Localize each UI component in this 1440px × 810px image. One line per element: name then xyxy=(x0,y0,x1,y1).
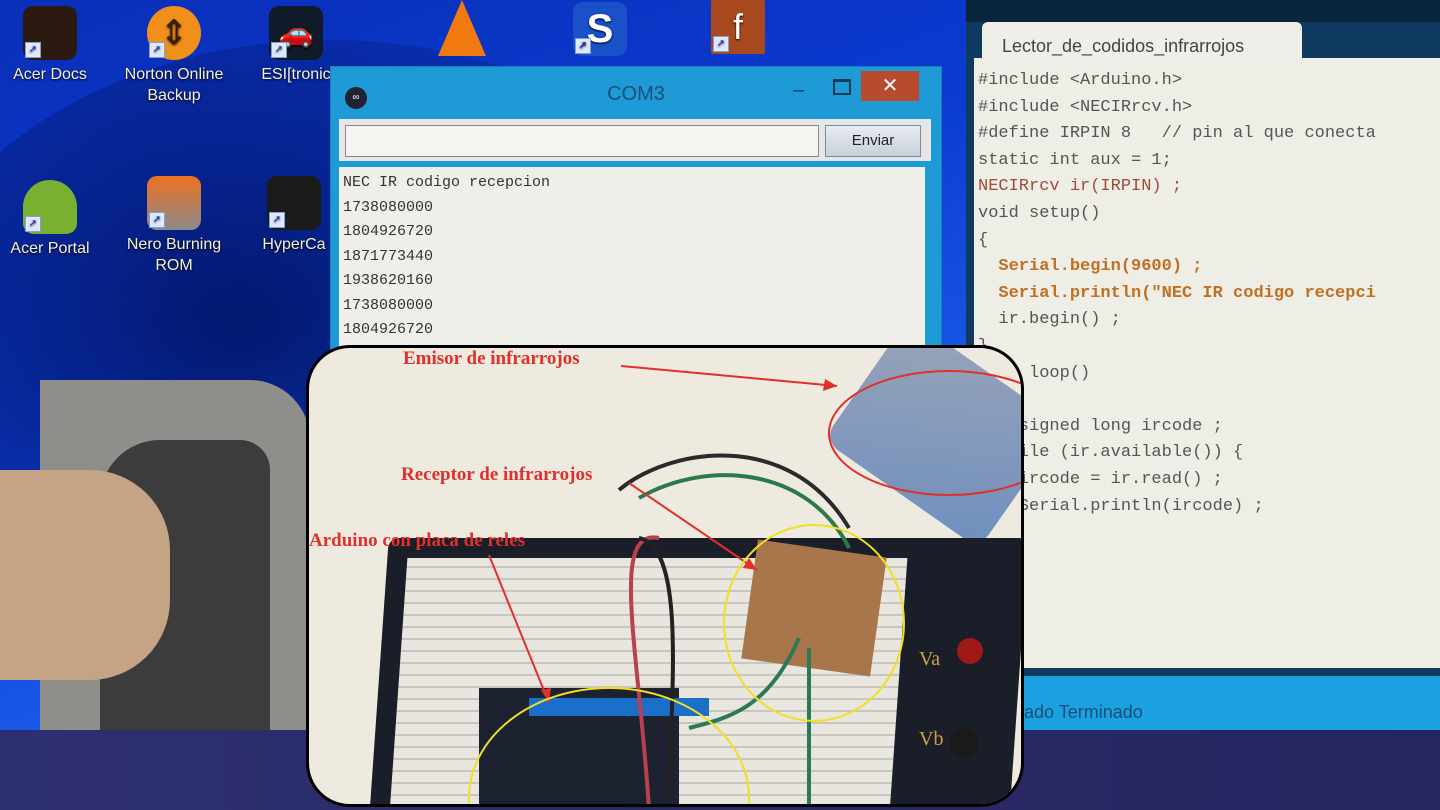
desktop-icon-acer-docs[interactable]: ➚ Acer Docs xyxy=(0,6,100,85)
code-line: Serial.println("NEC IR codigo recepci xyxy=(978,283,1376,303)
serial-input-row: Enviar xyxy=(339,119,931,161)
code-line: #include <Arduino.h> xyxy=(978,71,1183,90)
desktop-icon-label: Norton Online Backup xyxy=(124,66,224,104)
serial-titlebar[interactable]: ∞ COM3 – ✕ xyxy=(331,67,941,117)
code-line: NECIRrcv ir(IRPIN) ; xyxy=(978,177,1183,197)
receiver-label: Receptor de infrarrojos xyxy=(401,464,593,485)
terminal-label-va: Va xyxy=(919,648,941,670)
output-line: 1871773440 xyxy=(343,247,434,265)
code-line: Serial.println(ircode) ; xyxy=(978,496,1264,516)
code-line: Serial.begin(9600) ; xyxy=(978,257,1203,277)
desktop-icon-label: HyperCa xyxy=(262,236,326,253)
serial-title: COM3 xyxy=(607,83,665,105)
fritzing-icon: f➚ xyxy=(711,0,765,54)
desktop-icon-fritzing[interactable]: f➚ xyxy=(688,0,788,58)
code-line: } xyxy=(974,334,1440,361)
output-line: 1804926720 xyxy=(343,321,434,338)
terminal-label-vb: Vb xyxy=(919,728,944,750)
code-line: ircode = ir.read() ; xyxy=(978,469,1223,489)
desktop-icon-skype[interactable]: S➚ xyxy=(550,2,650,60)
desktop-icon-vlc[interactable] xyxy=(412,0,512,60)
arduino-label: Arduino con placa de reles xyxy=(309,530,526,551)
breadboard-photo-overlay: Va Vb Emisor de infrarrojos Receptor de … xyxy=(306,345,1024,807)
code-line: #include <NECIRrcv.h> xyxy=(978,97,1193,117)
desktop-icon-label: ESI[tronic xyxy=(261,66,331,83)
serial-output[interactable]: NEC IR codigo recepcion 1738080000 18049… xyxy=(339,167,925,357)
desktop-icon-esitronic[interactable]: 🚗➚ ESI[tronic xyxy=(256,6,336,85)
nero-icon: ➚ xyxy=(147,176,201,230)
emitter-label: Emisor de infrarrojos xyxy=(403,348,580,369)
output-line: NEC IR codigo recepcion xyxy=(343,174,551,191)
code-line: unsigned long ircode ; xyxy=(978,416,1223,436)
hypercam-icon: ➚ xyxy=(267,176,321,230)
code-line: while (ir.available()) { xyxy=(978,443,1244,463)
skype-icon: S➚ xyxy=(573,2,627,56)
esitronic-icon: 🚗➚ xyxy=(269,6,323,60)
ide-toolbar xyxy=(966,0,1440,22)
desktop-icon-hypercam[interactable]: ➚ HyperCa xyxy=(256,176,332,255)
annotation-overlay xyxy=(468,365,1021,804)
close-button[interactable]: ✕ xyxy=(861,71,919,101)
serial-send-input[interactable] xyxy=(345,125,819,157)
vlc-icon xyxy=(438,0,486,56)
arduino-ide-window: Lector_de_codidos_infrarrojos #include <… xyxy=(966,0,1440,730)
serial-monitor-window: ∞ COM3 – ✕ Enviar NEC IR codigo recepcio… xyxy=(330,66,942,358)
terminal-vb xyxy=(949,728,979,758)
maximize-button[interactable] xyxy=(833,79,851,95)
acer-docs-icon: ➚ xyxy=(23,6,77,60)
sketch-tab[interactable]: Lector_de_codidos_infrarrojos xyxy=(982,22,1302,62)
send-button[interactable]: Enviar xyxy=(825,125,921,157)
arduino-logo-icon: ∞ xyxy=(345,87,367,109)
finger xyxy=(0,470,170,680)
desktop-icon-acer-portal[interactable]: ➚ Acer Portal xyxy=(0,180,100,259)
desktop-icon-label: Acer Portal xyxy=(10,240,90,257)
desktop-icon-label: Nero Burning ROM xyxy=(126,236,222,274)
acer-portal-icon: ➚ xyxy=(23,180,77,234)
output-line: 1804926720 xyxy=(343,223,434,240)
desktop-icon-nero[interactable]: ➚ Nero Burning ROM xyxy=(124,176,224,276)
arduino-header xyxy=(529,698,709,716)
minimize-button[interactable]: – xyxy=(793,79,805,101)
code-line: static int aux = 1; xyxy=(978,150,1172,170)
output-line: 1938620160 xyxy=(343,272,434,289)
code-line: ir.begin() ; xyxy=(978,310,1121,330)
output-line: 1738080000 xyxy=(343,296,434,314)
desktop-icon-label: Acer Docs xyxy=(13,66,87,83)
terminal-va xyxy=(957,638,983,664)
norton-icon: ⇕➚ xyxy=(147,6,201,60)
ide-status-bar: ado Terminado xyxy=(966,676,1440,730)
output-line: 1738080000 xyxy=(343,198,434,216)
code-line: void setup() xyxy=(978,203,1101,223)
code-line: #define IRPIN 8 // pin al que conecta xyxy=(978,124,1376,144)
desktop-icon-norton[interactable]: ⇕➚ Norton Online Backup xyxy=(124,6,224,106)
code-editor[interactable]: #include <Arduino.h> #include <NECIRrcv.… xyxy=(974,58,1440,668)
code-line: void loop() xyxy=(978,363,1091,383)
code-line: { xyxy=(978,230,989,250)
code-line: { xyxy=(974,387,1440,414)
